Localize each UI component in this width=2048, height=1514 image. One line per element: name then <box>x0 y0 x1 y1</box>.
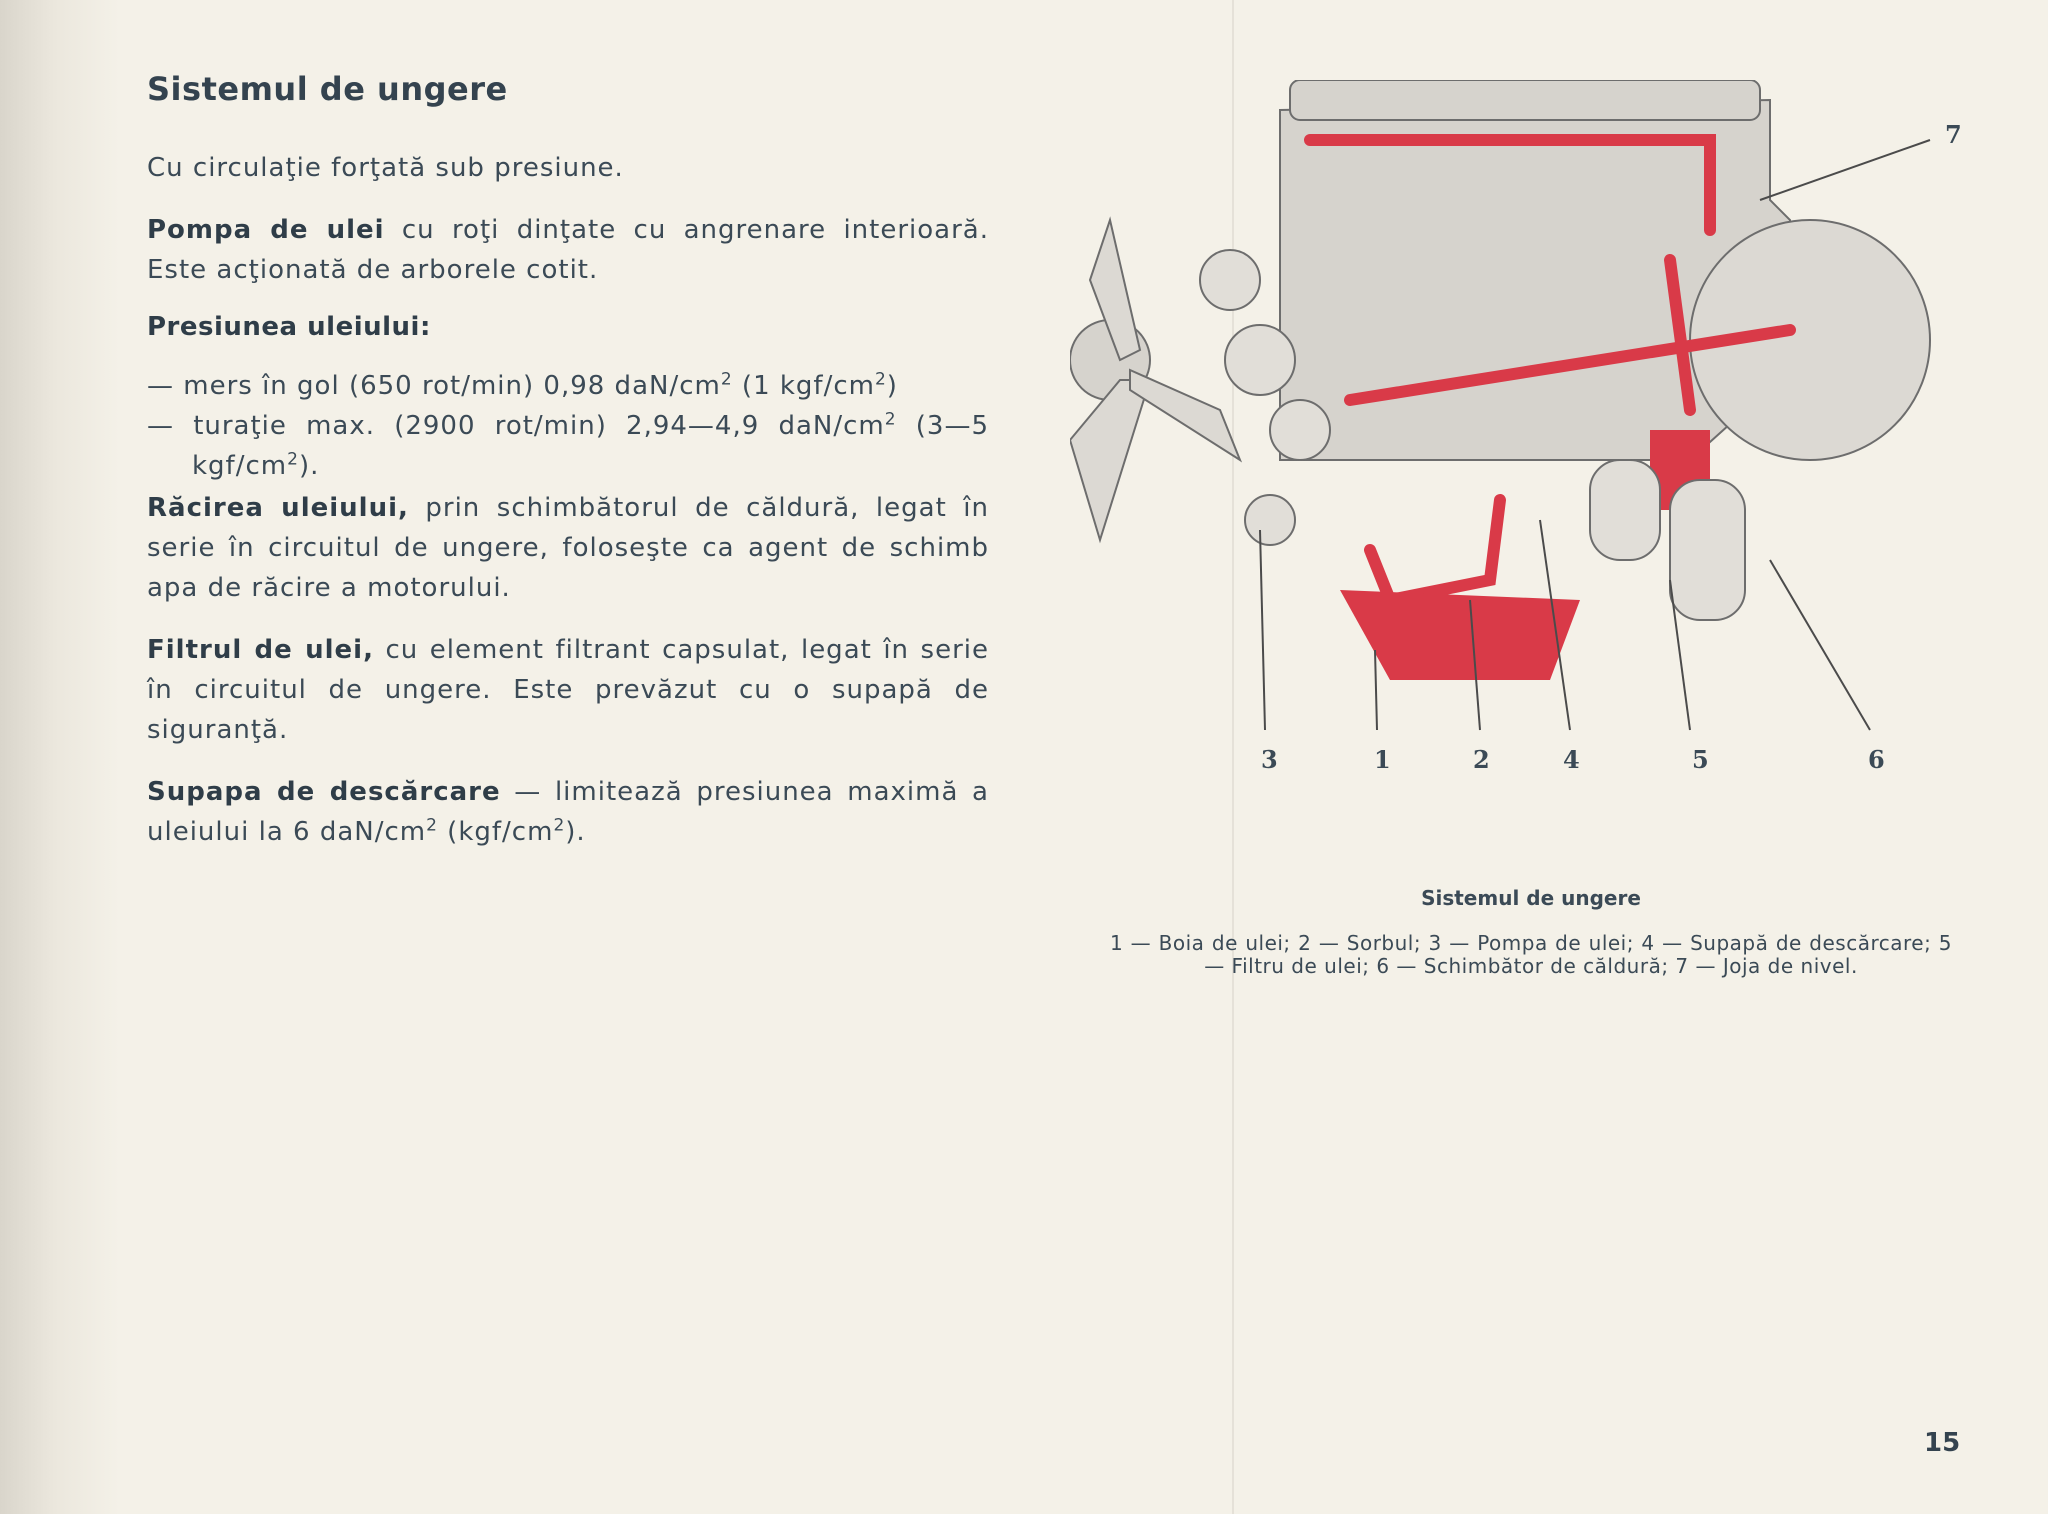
figure-label-2: 2 <box>1473 745 1490 774</box>
oil-filter <box>1589 459 1746 621</box>
engine-block <box>1070 80 1931 461</box>
leader-lines <box>1259 139 1931 731</box>
filter-term: Filtrul de ulei, <box>147 635 374 665</box>
pump-text: cu roţi dinţate cu angrenare interioară.… <box>147 215 989 285</box>
pump-paragraph: Pompa de ulei cu roţi dinţate cu angrena… <box>147 210 989 290</box>
figure-label-4: 4 <box>1563 745 1580 774</box>
oil-circuit <box>1304 134 1796 607</box>
figure-label-1: 1 <box>1374 745 1391 774</box>
figure-caption: Sistemul de ungere 1 — Boia de ulei; 2 —… <box>1110 886 1952 978</box>
gears <box>1199 249 1331 546</box>
caption-title: Sistemul de ungere <box>1421 886 1641 910</box>
pressure-max: — turaţie max. (2900 rot/min) 2,94—4,9 d… <box>147 409 989 481</box>
pressure-idle: — mers în gol (650 rot/min) 0,98 daN/cm2… <box>147 369 898 401</box>
cooling-paragraph: Răcirea uleiului, prin schimbătorul de c… <box>147 488 989 608</box>
valve-term: Supapa de descărcare <box>147 777 501 807</box>
figure-label-6: 6 <box>1868 745 1885 774</box>
pressure-list: — mers în gol (650 rot/min) 0,98 daN/cm2… <box>147 366 989 486</box>
filter-paragraph: Filtrul de ulei, cu element filtrant cap… <box>147 630 989 750</box>
figure-label-5: 5 <box>1692 745 1709 774</box>
cooling-term: Răcirea uleiului, <box>147 493 409 523</box>
page-number: 15 <box>1924 1428 1961 1458</box>
filter-text: cu element filtrant capsulat, legat în s… <box>147 635 989 745</box>
page-fold <box>1232 0 1234 1514</box>
cooling-text: prin schimbătorul de căldură, legat în s… <box>147 493 989 603</box>
engine-illustration <box>1070 80 1931 731</box>
oil-sump <box>1340 430 1710 680</box>
figure-label-3: 3 <box>1261 745 1278 774</box>
pump-term: Pompa de ulei <box>147 215 385 245</box>
page-heading: Sistemul de ungere <box>147 70 508 108</box>
pressure-title: Presiunea uleiului: <box>147 312 431 342</box>
caption-text: 1 — Boia de ulei; 2 — Sorbul; 3 — Pompa … <box>1110 931 1952 978</box>
figure-label-7: 7 <box>1945 120 1962 149</box>
page-edge-shadow <box>0 0 120 1514</box>
intro-paragraph: Cu circulaţie forţată sub presiune. <box>147 153 624 183</box>
valve-paragraph: Supapa de descărcare — limitează presiun… <box>147 777 989 847</box>
text-column: Sistemul de ungere Cu circulaţie forţată… <box>147 70 989 874</box>
fan <box>1070 216 1243 544</box>
